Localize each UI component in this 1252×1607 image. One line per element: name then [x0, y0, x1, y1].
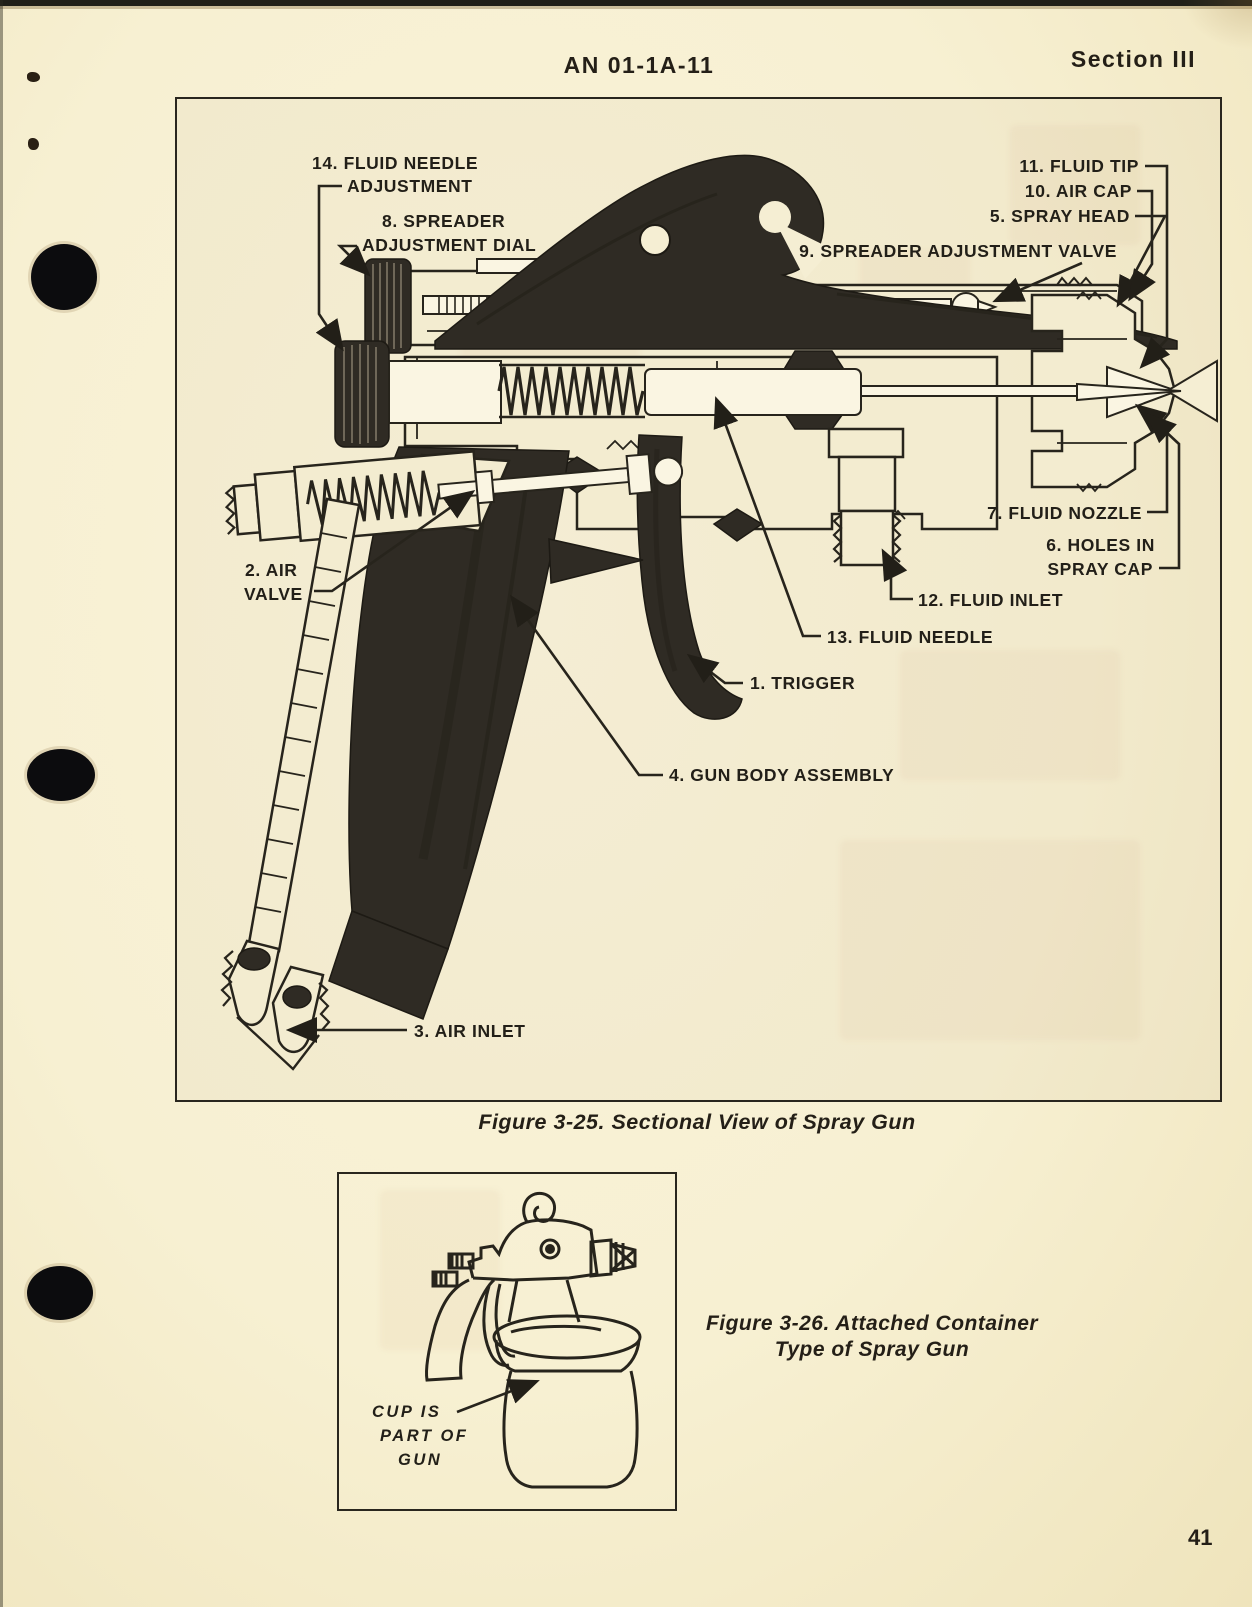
- callout-labels: 14. FLUID NEEDLE ADJUSTMENT 8. SPREADER …: [244, 153, 1155, 1041]
- figure-3-26-frame: CUP IS PART OF GUN: [337, 1172, 677, 1511]
- show-through-smudge: [900, 650, 1120, 780]
- svg-text:ADJUSTMENT: ADJUSTMENT: [347, 176, 473, 196]
- section-title: Section III: [1070, 46, 1196, 72]
- callout-13-fluid-needle: 13. FLUID NEEDLE: [827, 627, 993, 647]
- trigger: [636, 434, 743, 720]
- svg-text:SPRAY CAP: SPRAY CAP: [1047, 559, 1153, 579]
- gun-body-grip: [328, 446, 644, 1020]
- callout-3-air-inlet: 3. AIR INLET: [414, 1021, 526, 1041]
- show-through-smudge: [380, 1190, 500, 1350]
- punch-hole: [27, 1266, 93, 1320]
- show-through-smudge: [1010, 125, 1140, 245]
- spray-gun-top-lever: [434, 154, 1178, 350]
- svg-text:GUN: GUN: [398, 1451, 442, 1469]
- svg-text:CUP IS: CUP IS: [372, 1403, 441, 1421]
- doc-number: AN 01-1A-11: [563, 52, 715, 78]
- show-through-smudge: [840, 840, 1140, 1040]
- scan-edge-top: [0, 0, 1252, 6]
- callout-10-air-cap: 10. AIR CAP: [1025, 181, 1132, 201]
- figure-3-25-frame: 14. FLUID NEEDLE ADJUSTMENT 8. SPREADER …: [175, 97, 1222, 1102]
- page-number: 41: [1188, 1525, 1213, 1550]
- scan-edge-left: [0, 0, 3, 1607]
- spreader-adjustment-dial: [364, 258, 412, 354]
- callout-leader-lines: [285, 164, 1181, 1043]
- fluid-needle-tip: [1076, 382, 1182, 402]
- callout-12-fluid-inlet: 12. FLUID INLET: [918, 590, 1063, 610]
- fluid-needle-assembly: [334, 340, 1182, 448]
- svg-text:PART OF: PART OF: [380, 1427, 468, 1445]
- page-corner-shade: [1182, 0, 1252, 50]
- callout-6-holes-in-spray-cap: 6. HOLES IN: [1046, 535, 1155, 555]
- scan-edge-shadow: [0, 6, 1252, 9]
- cup-note: CUP IS PART OF GUN: [372, 1403, 468, 1469]
- spray-gun-outline: [425, 1191, 642, 1489]
- fluid-inlet-tube: [827, 427, 905, 567]
- air-passage-and-inlet: [220, 497, 361, 1071]
- callout-8-spreader-adjustment-dial: 8. SPREADER: [382, 211, 505, 231]
- ink-speck: [27, 72, 40, 82]
- cup-note-arrow: [456, 1379, 540, 1414]
- svg-text:VALVE: VALVE: [244, 584, 303, 604]
- callout-2-air-valve: 2. AIR: [245, 560, 298, 580]
- callout-11-fluid-tip: 11. FLUID TIP: [1019, 156, 1139, 176]
- callout-7-fluid-nozzle: 7. FLUID NOZZLE: [987, 503, 1142, 523]
- spray-gun-sectional-diagram: 14. FLUID NEEDLE ADJUSTMENT 8. SPREADER …: [177, 99, 1220, 1100]
- callout-9-spreader-adjustment-valve: 9. SPREADER ADJUSTMENT VALVE: [799, 241, 1117, 261]
- fluid-needle-shaft: [860, 385, 1102, 397]
- ink-speck: [28, 138, 39, 150]
- callout-1-trigger: 1. TRIGGER: [750, 673, 855, 693]
- fluid-needle-adjustment-knob: [334, 340, 390, 448]
- svg-text:ADJUSTMENT DIAL: ADJUSTMENT DIAL: [362, 235, 536, 255]
- attached-container-spray-gun-drawing: CUP IS PART OF GUN: [372, 1191, 642, 1489]
- figure-3-26-caption-line1: Figure 3-26. Attached Container: [705, 1312, 1039, 1335]
- spray-cap-mouth: [1165, 359, 1218, 423]
- figure-3-26-caption-line2: Type of Spray Gun: [774, 1338, 970, 1361]
- punch-hole: [31, 244, 97, 310]
- figure-3-25-caption: Figure 3-25. Sectional View of Spray Gun: [478, 1110, 916, 1134]
- valve-seat: [712, 508, 764, 542]
- callout-14-fluid-needle-adjustment: 14. FLUID NEEDLE: [312, 153, 478, 173]
- callout-4-gun-body-assembly: 4. GUN BODY ASSEMBLY: [669, 765, 894, 785]
- lever-hole: [639, 224, 671, 256]
- callout-5-spray-head: 5. SPRAY HEAD: [990, 206, 1130, 226]
- punch-hole: [27, 749, 95, 801]
